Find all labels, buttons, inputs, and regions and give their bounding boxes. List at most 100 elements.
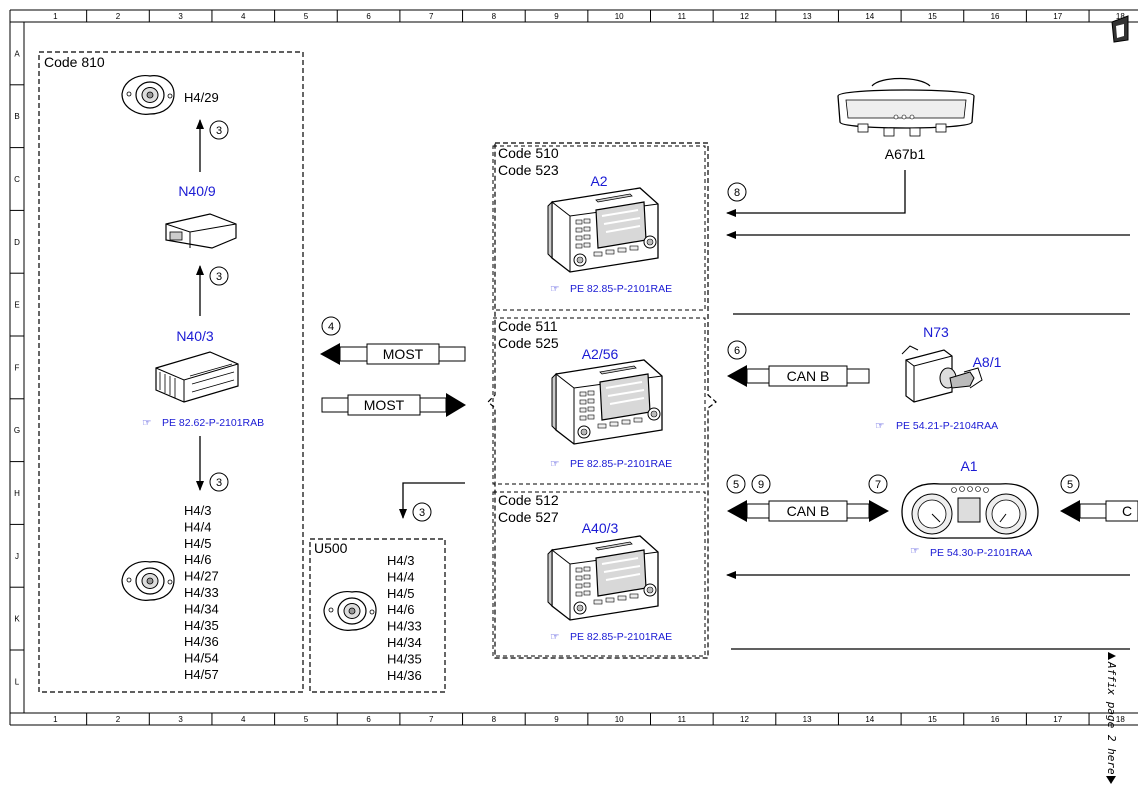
speaker-group-icon xyxy=(121,561,175,601)
circle-3-a-text: 3 xyxy=(216,125,222,137)
code511-box xyxy=(492,317,706,485)
speaker-list-item: H4/4 xyxy=(387,569,414,584)
code810-group-box xyxy=(38,51,304,693)
n40-9-module-icon xyxy=(165,213,237,249)
speaker-list-item: H4/57 xyxy=(184,667,219,682)
grid-col-label: 8 xyxy=(492,12,497,21)
circle-3-d xyxy=(412,502,432,522)
grid-col-label: 5 xyxy=(304,715,309,724)
circle-3-a xyxy=(209,120,229,140)
speaker-h4-29-icon xyxy=(121,75,175,115)
can-b-label-lower: CAN B xyxy=(787,503,830,519)
grid-column-labels: 1122334455667788991010111112121313141415… xyxy=(53,10,1125,725)
speaker-list-item: H4/5 xyxy=(387,586,414,601)
grid-col-label: 2 xyxy=(116,12,121,21)
grid-col-label: 17 xyxy=(1053,12,1062,21)
grid-col-label: 4 xyxy=(241,12,246,21)
grid-col-label: 2 xyxy=(116,715,121,724)
grid-col-label: 5 xyxy=(304,12,309,21)
a1-pointer-icon: ☞ xyxy=(910,545,919,557)
code512-label: Code 512 xyxy=(498,492,559,508)
u500-label: U500 xyxy=(314,540,348,556)
code511-label: Code 511 xyxy=(498,318,558,334)
circle-5-left xyxy=(726,474,746,494)
code510-label: Code 510 xyxy=(498,145,559,161)
n40-3-pointer-icon: ☞ xyxy=(142,417,151,429)
grid-col-label: 7 xyxy=(429,12,434,21)
n73-label: N73 xyxy=(923,324,949,340)
speaker-list-item: H4/3 xyxy=(184,503,211,518)
grid-row-label: H xyxy=(14,489,20,498)
a2-pointer-icon: ☞ xyxy=(550,283,559,295)
grid-col-label: 12 xyxy=(740,715,749,724)
a1-label: A1 xyxy=(960,458,977,474)
grid-col-label: 18 xyxy=(1116,12,1125,21)
a2-label: A2 xyxy=(590,173,607,189)
page-corner-icon xyxy=(1111,15,1129,43)
grid-col-label: 13 xyxy=(803,715,812,724)
a67b1-label: A67b1 xyxy=(885,146,926,162)
grid-col-label: 16 xyxy=(991,715,1000,724)
code510-box xyxy=(492,145,706,311)
grid-col-label: 6 xyxy=(366,715,371,724)
a67b1-mirror-icon xyxy=(837,77,975,137)
circle-4 xyxy=(321,316,341,336)
circle-5-right-text: 5 xyxy=(1067,479,1073,491)
circle-3-c-text: 3 xyxy=(216,477,222,489)
a2-head-unit-icon xyxy=(547,187,659,273)
code523-label: Code 523 xyxy=(498,162,559,178)
a40-3-ref: PE 82.85-P-2101RAE xyxy=(570,631,672,643)
speaker-list-item: H4/54 xyxy=(184,651,219,666)
speaker-list-item: H4/36 xyxy=(387,668,422,683)
n73-ref: PE 54.21-P-2104RAA xyxy=(896,420,998,432)
grid-col-label: 3 xyxy=(178,12,183,21)
grid-col-label: 18 xyxy=(1116,715,1125,724)
circle-5-left-text: 5 xyxy=(733,479,739,491)
circle-9-text: 9 xyxy=(758,479,764,491)
speaker-list-item: H4/34 xyxy=(387,635,422,650)
grid-col-label: 12 xyxy=(740,12,749,21)
speaker-list-item: H4/36 xyxy=(184,634,219,649)
a2-56-pointer-icon: ☞ xyxy=(550,458,559,470)
a1-ref: PE 54.30-P-2101RAA xyxy=(930,547,1032,559)
circle-9 xyxy=(751,474,771,494)
head-unit-bracket xyxy=(487,142,717,659)
grid-col-label: 16 xyxy=(991,12,1000,21)
grid-col-label: 3 xyxy=(178,715,183,724)
grid-frame xyxy=(9,9,1138,726)
grid-col-label: 11 xyxy=(678,715,687,724)
a2-56-head-unit-icon xyxy=(551,359,663,445)
circle-3-d-text: 3 xyxy=(419,507,425,519)
speaker-list-item: H4/6 xyxy=(387,602,414,617)
grid-col-label: 10 xyxy=(615,12,624,21)
most-bus-left xyxy=(320,343,466,365)
grid-col-label: 13 xyxy=(803,12,812,21)
n40-9-label: N40/9 xyxy=(178,183,216,199)
circle-7-text: 7 xyxy=(875,479,881,491)
circle-5-right xyxy=(1060,474,1080,494)
grid-col-label: 8 xyxy=(492,715,497,724)
circle-8-text: 8 xyxy=(734,187,740,199)
can-partial-label: C xyxy=(1122,503,1132,519)
n40-3-label: N40/3 xyxy=(176,328,214,344)
grid-col-label: 6 xyxy=(366,12,371,21)
n40-3-ref: PE 82.62-P-2101RAB xyxy=(162,417,264,429)
a40-3-pointer-icon: ☞ xyxy=(550,631,559,643)
h4-29-label: H4/29 xyxy=(184,90,219,105)
grid-col-label: 17 xyxy=(1053,715,1062,724)
grid-col-label: 14 xyxy=(865,715,874,724)
a2-56-label: A2/56 xyxy=(582,346,619,362)
grid-row-label: B xyxy=(14,112,19,121)
speaker-list-item: H4/3 xyxy=(387,553,414,568)
grid-row-label: L xyxy=(15,677,20,686)
grid-col-label: 15 xyxy=(928,715,937,724)
speaker-list-item: H4/35 xyxy=(184,618,219,633)
grid-col-label: 1 xyxy=(53,715,58,724)
grid-col-label: 14 xyxy=(865,12,874,21)
affix-note-arrow-top-icon xyxy=(1108,652,1116,660)
a40-3-head-unit-icon xyxy=(547,535,659,621)
u500-group-box xyxy=(309,538,446,693)
grid-row-label: C xyxy=(14,175,20,184)
